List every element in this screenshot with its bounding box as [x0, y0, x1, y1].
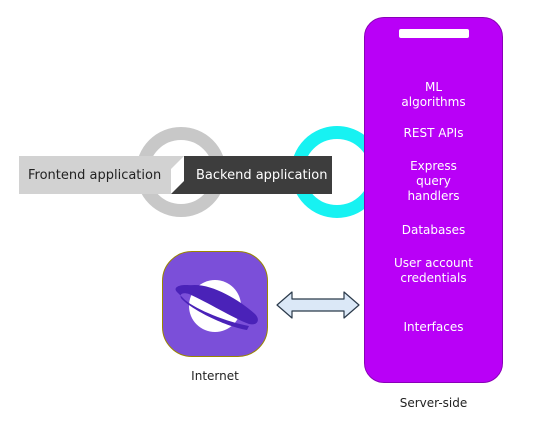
frontend-label: Frontend application	[19, 156, 171, 194]
phone-speaker-slot	[399, 29, 469, 38]
planet-ring-tip	[175, 285, 201, 294]
planet-ring	[177, 284, 258, 330]
server-item-credentials-text: User account credentials	[394, 256, 473, 285]
backend-label-notch	[171, 181, 184, 194]
internet-app-icon	[162, 251, 268, 357]
server-item-credentials: User account credentials	[365, 256, 502, 286]
server-side-caption: Server-side	[399, 396, 468, 410]
server-item-ml-text: ML algorithms	[401, 80, 466, 109]
frontend-label-notch	[171, 156, 184, 169]
server-item-databases: Databases	[401, 223, 466, 237]
server-item-express: Express query handlers	[365, 159, 502, 204]
server-item-ml: ML algorithms	[365, 80, 502, 110]
backend-label: Backend application	[184, 156, 332, 194]
server-item-interfaces: Interfaces	[403, 320, 464, 334]
server-item-rest: REST APIs	[403, 126, 464, 140]
double-arrow-shape	[276, 291, 360, 319]
double-arrow-icon	[276, 291, 360, 319]
server-side-panel: ML algorithms REST APIs Express query ha…	[364, 17, 503, 383]
planet-icon	[175, 280, 258, 332]
internet-caption: Internet	[191, 369, 239, 383]
server-item-express-text: Express query handlers	[407, 159, 460, 203]
